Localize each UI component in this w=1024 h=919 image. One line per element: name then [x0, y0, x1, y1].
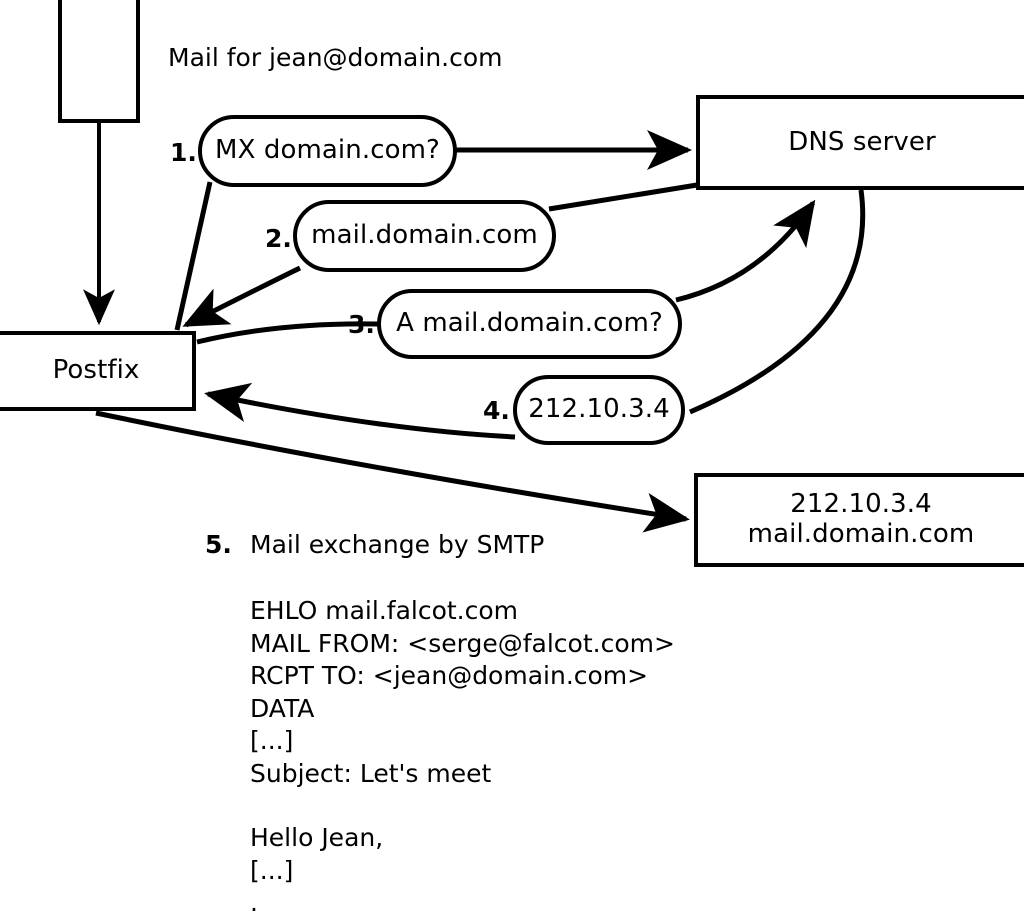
- smtp-line: RCPT TO: <jean@domain.com>: [250, 661, 649, 690]
- connector-step3-from-postfix: [196, 321, 380, 345]
- dns-server-label: DNS server: [788, 126, 936, 157]
- connector-step1-tail: [174, 181, 213, 331]
- postfix-box: Postfix: [0, 331, 196, 411]
- step-4-bubble: 212.10.3.4: [513, 375, 685, 445]
- smtp-line: DATA: [250, 693, 315, 723]
- client-box: [58, 0, 140, 123]
- step-3-number: 3.: [348, 310, 375, 339]
- step-2-bubble: mail.domain.com: [293, 200, 556, 272]
- connector-step4-from-dns: [689, 189, 866, 415]
- step-1-number: 1.: [170, 138, 197, 167]
- smtp-line: Hello Jean,: [250, 823, 384, 852]
- step-2-label: mail.domain.com: [311, 220, 538, 251]
- connector-step5-smtp: [95, 410, 690, 533]
- dns-server-box: DNS server: [696, 95, 1024, 190]
- step-3-label: A mail.domain.com?: [396, 308, 663, 339]
- smtp-line: [...]: [250, 855, 294, 885]
- step-5-label: Mail exchange by SMTP: [250, 530, 545, 559]
- smtp-line: EHLO mail.falcot.com: [250, 596, 519, 625]
- step-4-number: 4.: [483, 396, 510, 425]
- smtp-line: MAIL FROM: <serge@falcot.com>: [250, 628, 675, 658]
- mail-server-label: 212.10.3.4 mail.domain.com: [747, 489, 975, 549]
- step-1-bubble: MX domain.com?: [198, 115, 457, 187]
- step-4-label: 212.10.3.4: [528, 394, 670, 425]
- connector-step4-to-postfix: [204, 382, 516, 440]
- smtp-line: Subject: Let's meet: [250, 758, 492, 788]
- smtp-line: [...]: [250, 726, 294, 755]
- mail-server-box: 212.10.3.4 mail.domain.com: [694, 473, 1024, 567]
- step-2-number: 2.: [265, 224, 292, 253]
- step-1-label: MX domain.com?: [215, 135, 440, 166]
- step-5-number: 5.: [205, 530, 232, 559]
- smtp-line: [250, 790, 675, 822]
- mail-for-note: Mail for jean@domain.com: [168, 43, 503, 72]
- connector-step2-to-postfix: [182, 265, 302, 328]
- postfix-label: Postfix: [52, 355, 140, 386]
- step-3-bubble: A mail.domain.com?: [377, 289, 682, 359]
- connector-step2-from-dns: [548, 182, 698, 212]
- connector-step3-to-dns: [675, 199, 816, 303]
- smtp-line: .: [250, 888, 258, 917]
